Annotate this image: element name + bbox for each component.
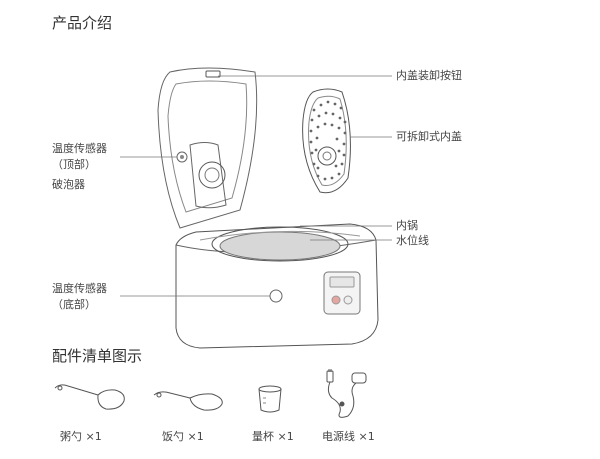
label-inner-lid-button: 内盖装卸按钮	[396, 69, 462, 82]
rice-spatula-icon	[153, 391, 223, 411]
measuring-cup-icon	[258, 385, 282, 413]
product-intro-title: 产品介绍	[52, 14, 113, 32]
accessory-label-spatula: 饭勺 ×1	[162, 430, 204, 443]
cooker-body	[175, 223, 379, 349]
accessory-label-measuring-cup: 量杯 ×1	[252, 430, 294, 443]
label-temp-sensor-top-sub: （顶部）	[52, 158, 96, 171]
label-temp-sensor-top: 温度传感器	[52, 142, 107, 155]
accessories-title: 配件清单图示	[52, 347, 143, 365]
label-removable-inner-lid: 可拆卸式内盖	[396, 130, 462, 143]
accessory-label-ladle: 粥勺 ×1	[60, 430, 102, 443]
inner-lid-holes	[309, 100, 347, 181]
inner-lid-illustration	[302, 88, 351, 194]
label-temp-sensor-bottom: 温度传感器	[52, 282, 107, 295]
label-temp-sensor-bottom-sub: （底部）	[52, 298, 96, 311]
power-cord-icon	[326, 369, 367, 418]
porridge-ladle-icon	[54, 384, 125, 410]
label-inner-pot: 内锅	[396, 219, 418, 232]
label-bubble-breaker: 破泡器	[52, 178, 85, 191]
label-water-line: 水位线	[396, 234, 429, 247]
cooker-lid	[157, 67, 258, 229]
accessory-label-power-cord: 电源线 ×1	[322, 430, 375, 443]
